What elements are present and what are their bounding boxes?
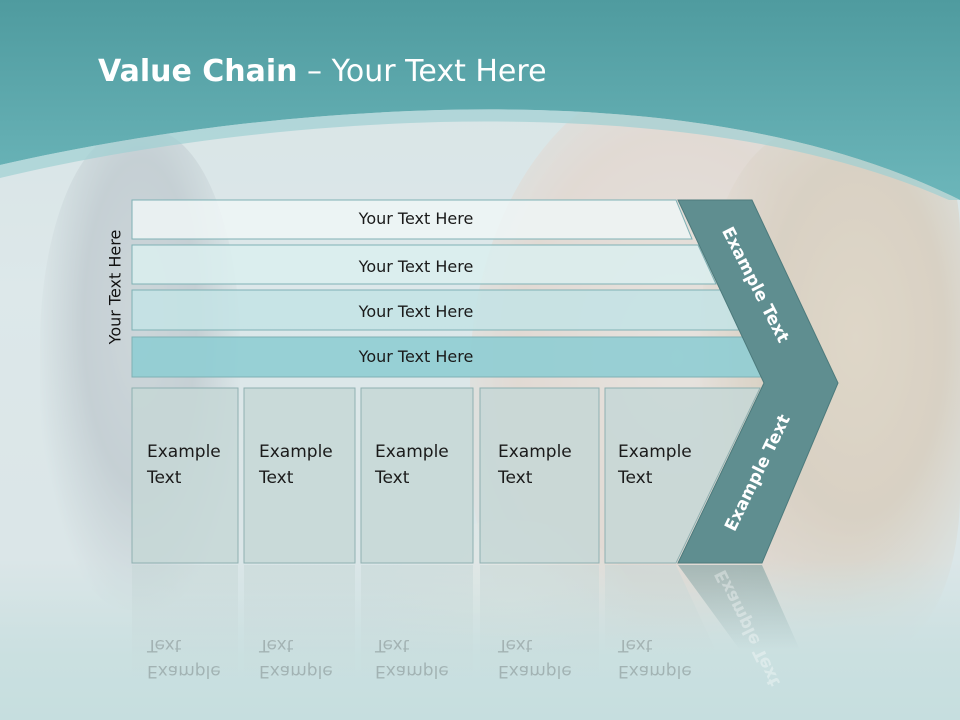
chevron-arrow <box>677 199 839 564</box>
row-bar-2 <box>131 244 717 285</box>
row-label-1: Your Text Here <box>358 209 474 228</box>
column-reflection-3 <box>361 565 473 685</box>
row-bar-1 <box>131 199 693 240</box>
row-label-2: Your Text Here <box>358 257 474 276</box>
title-rest: – Your Text Here <box>297 54 547 89</box>
column-reflection-5 <box>605 565 720 660</box>
column-box-3 <box>360 387 474 564</box>
column-box-1 <box>131 387 239 564</box>
title-bold: Value Chain <box>98 54 298 89</box>
column-label-3: Example Text <box>375 442 449 488</box>
row-label-3: Your Text Here <box>358 302 474 321</box>
column-label-1: Example Text <box>147 442 221 488</box>
column-box-5 <box>604 387 761 564</box>
column-label-5: Example Text <box>618 442 692 488</box>
column-box-2 <box>243 387 356 564</box>
column-label-reflection-3: Example Text <box>375 635 449 681</box>
column-label-reflection-1: Example Text <box>147 635 221 681</box>
row-label-4: Your Text Here <box>358 347 474 366</box>
column-reflection-2 <box>244 565 355 685</box>
column-label-reflection-2: Example Text <box>259 635 333 681</box>
column-label-reflection-4: Example Text <box>498 635 572 681</box>
chevron-reflection <box>678 565 800 650</box>
column-box-4 <box>479 387 600 564</box>
column-label-reflection-5: Example Text <box>618 635 692 681</box>
column-reflection-4 <box>480 565 599 685</box>
header-band <box>0 0 960 200</box>
page-title: Value Chain – Your Text Here <box>98 54 547 89</box>
column-reflection-1 <box>132 565 238 685</box>
column-label-2: Example Text <box>259 442 333 488</box>
column-label-4: Example Text <box>498 442 572 488</box>
